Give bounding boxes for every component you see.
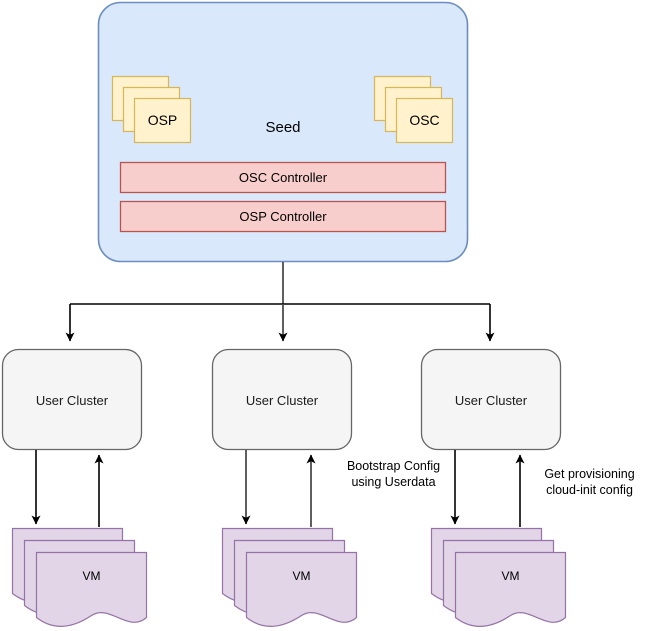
osp-controller-box [119, 200, 447, 233]
vm-stack-2 [221, 527, 358, 627]
osp-card-stack [111, 75, 192, 144]
vm-card-front-3 [454, 551, 567, 627]
vm-card-front-2 [245, 551, 358, 627]
user-cluster-box-2 [211, 348, 353, 451]
osc-card-stack [373, 75, 454, 144]
cluster2-vm2-connectors [241, 450, 316, 527]
user-cluster-box-3 [420, 348, 562, 451]
osc-card-front [395, 97, 454, 144]
vm-stack-1 [11, 527, 148, 627]
seed-container [97, 1, 469, 263]
cluster1-vm1-connectors [31, 450, 104, 527]
vm-stack-3 [430, 527, 567, 627]
cluster3-vm3-connectors [450, 450, 525, 527]
osp-card-front [133, 97, 192, 144]
vm-card-front-1 [35, 551, 148, 627]
seed-to-clusters-connector [65, 262, 495, 342]
user-cluster-box-1 [1, 348, 143, 451]
osc-controller-box [119, 161, 447, 194]
